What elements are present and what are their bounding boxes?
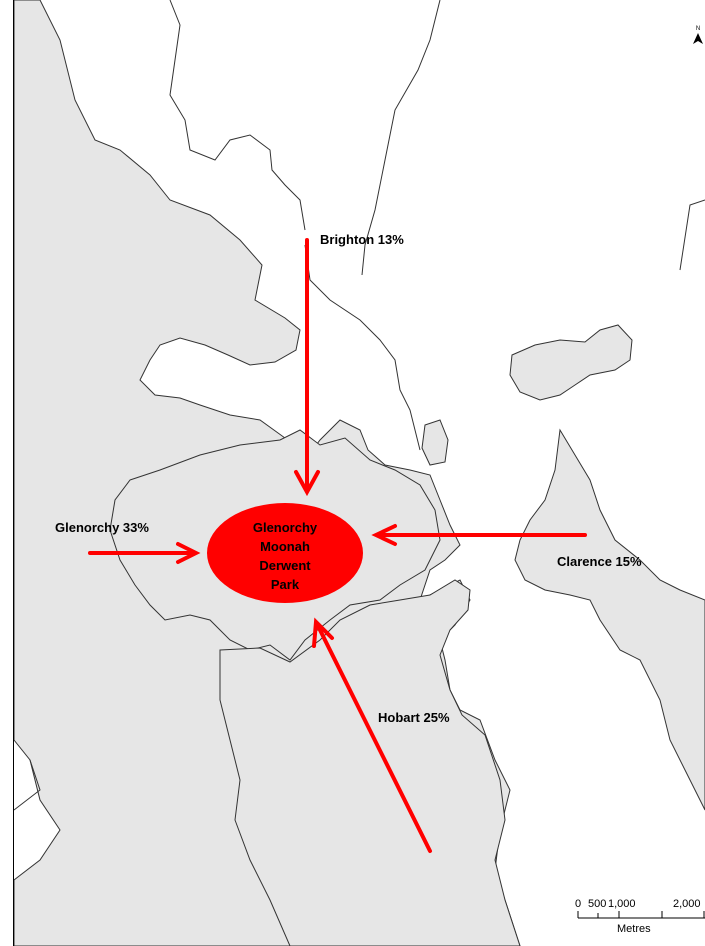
- scale-tick-500: 500: [588, 898, 606, 910]
- destination-label-line-4: Park: [271, 577, 300, 592]
- scale-tick-0: 0: [575, 898, 581, 910]
- svg-text:N: N: [696, 26, 700, 32]
- label-hobart: Hobart 25%: [378, 710, 450, 725]
- arrow-brighton: [294, 238, 320, 497]
- land-inlet: [421, 419, 449, 466]
- land-areas: [13, 0, 705, 946]
- land-south: [219, 579, 521, 946]
- scale-unit: Metres: [617, 923, 651, 935]
- destination-label-line-1: Glenorchy: [253, 520, 318, 535]
- boundary-ridge: [361, 0, 441, 276]
- north-arrow-icon: N: [693, 26, 703, 44]
- flow-arrows: [88, 238, 587, 853]
- boundary-right: [679, 199, 705, 271]
- label-brighton: Brighton 13%: [320, 232, 404, 247]
- destination-ellipse: [207, 503, 363, 603]
- scale-tick-2000: 2,000: [673, 898, 701, 910]
- arrow-hobart: [312, 617, 432, 853]
- boundary-sw: [13, 759, 41, 811]
- land-island: [509, 324, 633, 401]
- label-glenorchy: Glenorchy 33%: [55, 520, 149, 535]
- scale-tick-1000: 1,000: [608, 898, 636, 910]
- land-east: [514, 428, 705, 811]
- destination-label-line-2: Moonah: [260, 539, 310, 554]
- label-clarence: Clarence 15%: [557, 554, 642, 569]
- arrow-clarence: [371, 524, 587, 546]
- arrow-glenorchy: [88, 542, 201, 564]
- boundary-mid: [304, 244, 421, 451]
- boundaries: [13, 0, 705, 811]
- scale-bar: 0 500 1,000 2,000 Metres: [575, 898, 705, 935]
- boundary-north: [169, 0, 306, 231]
- map-frame: [13, 0, 705, 946]
- destination-label-line-3: Derwent: [259, 558, 311, 573]
